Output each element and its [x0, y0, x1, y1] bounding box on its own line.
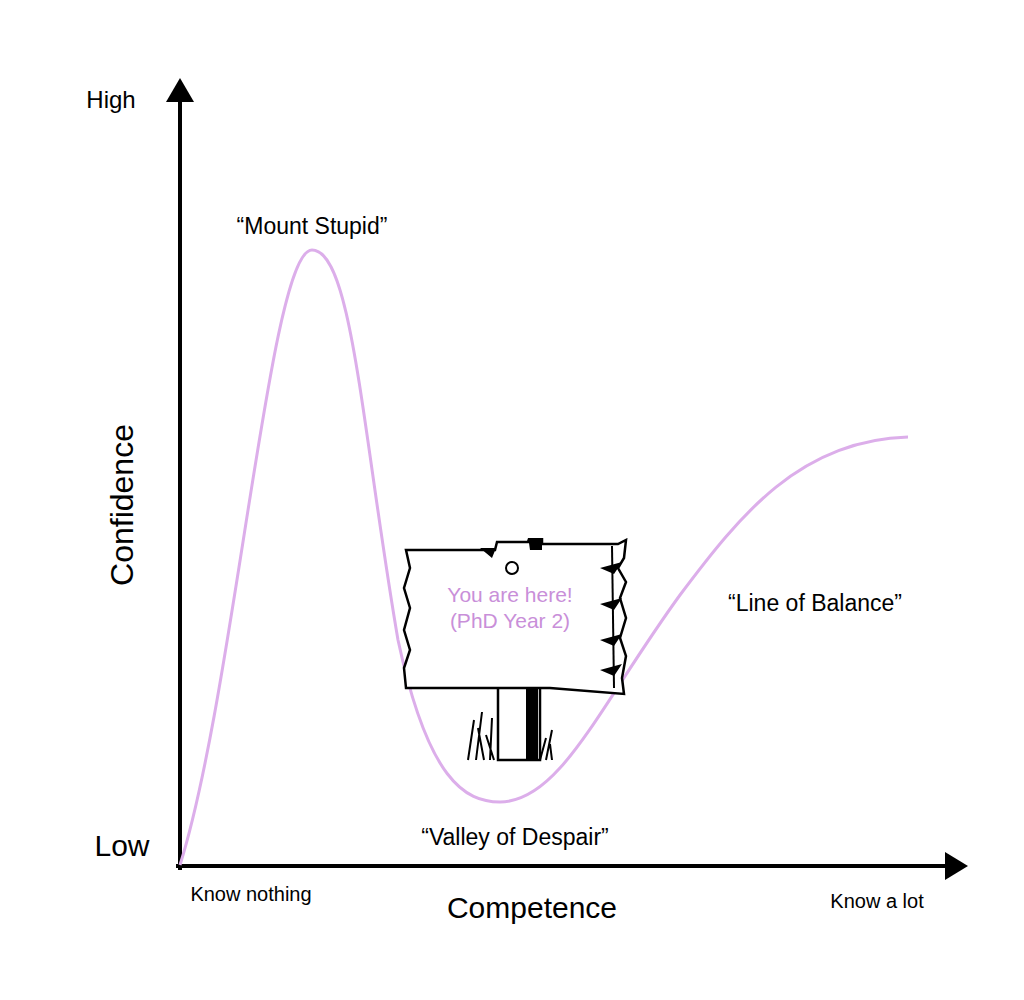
axis-end-label: Know a lot [830, 890, 923, 913]
x-axis-arrow [945, 852, 968, 880]
curve-annotation: “Valley of Despair” [421, 824, 608, 850]
y-axis-arrow [166, 78, 194, 102]
sign-post [498, 680, 540, 760]
grass-tuft [468, 712, 494, 760]
axis-end-label: Know nothing [190, 883, 311, 906]
curve-annotation: “Line of Balance” [728, 590, 902, 616]
y-axis [178, 92, 182, 870]
axis-title: Confidence [104, 424, 141, 586]
curve-annotation: “Mount Stupid” [237, 213, 388, 239]
grass-tuft [540, 730, 552, 760]
sign-text: You are here! (PhD Year 2) [440, 582, 580, 635]
confidence-curve [180, 250, 908, 865]
x-axis [176, 864, 955, 868]
axis-max-label: High [86, 86, 135, 114]
sign-post-shadow [526, 680, 538, 760]
axis-min-label: Low [94, 829, 149, 864]
sign-board: You are here! (PhD Year 2) [400, 538, 632, 696]
axis-title: Competence [447, 891, 617, 926]
